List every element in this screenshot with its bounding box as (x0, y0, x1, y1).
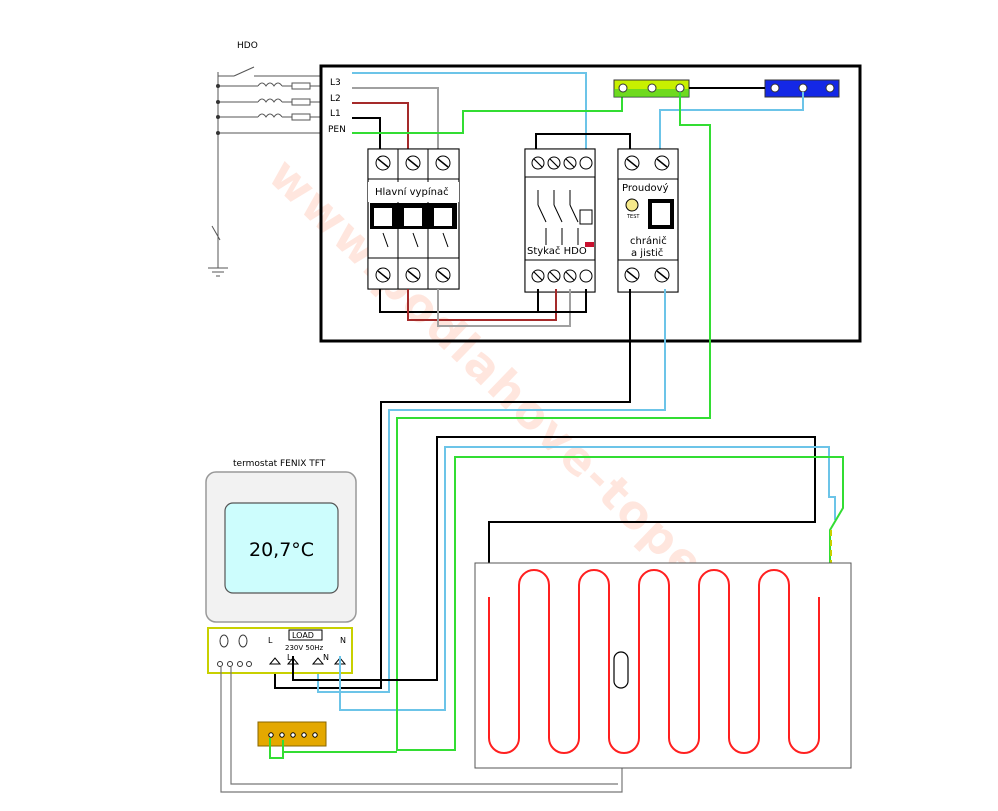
contactor-hdo (524, 148, 596, 293)
thermostat-n-out-label: N (323, 653, 329, 662)
wire-l1 (352, 102, 409, 150)
neutral-bar (764, 79, 840, 98)
floor-sensor-cable-2 (230, 667, 618, 785)
pen-label: PEN (328, 125, 346, 135)
thermostat-l-out-label: L (287, 653, 292, 662)
thermostat-l-label: L (268, 636, 273, 645)
supply-lines (208, 66, 320, 277)
load-box (288, 629, 323, 641)
cabinet-incoming-wires (352, 72, 623, 150)
wire-l1-black (352, 117, 381, 150)
hdo-label: HDO (237, 41, 258, 51)
sensor-terminals (217, 634, 252, 667)
pe-bar-drop-wire (396, 92, 711, 695)
heating-cable (488, 569, 820, 754)
distribution-cabinet (319, 64, 862, 343)
phase-l2-label: L2 (330, 94, 341, 104)
main-switch (367, 148, 460, 290)
floor-sensor-probe (613, 651, 629, 689)
thermostat-title: termostat FENIX TFT (233, 459, 326, 469)
phase-l1-label: L1 (330, 109, 341, 119)
wire-l2 (352, 87, 439, 150)
contactor-label: Stykač HDO (527, 245, 587, 257)
heating-feed-wires (292, 436, 844, 751)
test-label: TEST (626, 214, 640, 220)
sensor-terminal-block (257, 721, 327, 747)
phase-l3-label: L3 (330, 78, 341, 88)
inter-device-wires (274, 133, 666, 693)
main-switch-label: Hlavní vypínač (375, 186, 449, 198)
supply-junctions (216, 84, 220, 135)
wire-pen (352, 92, 623, 134)
rcd-label-line1: Proudový (622, 182, 669, 194)
heating-floor-area (474, 562, 852, 769)
n-bar-to-rcd-wire (659, 92, 804, 150)
rcd-label-line2: chránič (630, 235, 667, 247)
thermostat-n-label: N (340, 636, 346, 645)
thermostat-temperature: 20,7°C (249, 539, 314, 561)
pe-bar (613, 79, 690, 98)
rcd-label-line3: a jistič (631, 247, 663, 259)
test-button (625, 198, 639, 212)
rating-label: 230V 50Hz (285, 644, 324, 652)
wire-l3 (352, 72, 587, 150)
thermostat-display (224, 502, 339, 594)
load-label: LOAD (292, 631, 314, 640)
terminal-green-wire (269, 738, 284, 759)
rcd-breaker (617, 148, 679, 293)
